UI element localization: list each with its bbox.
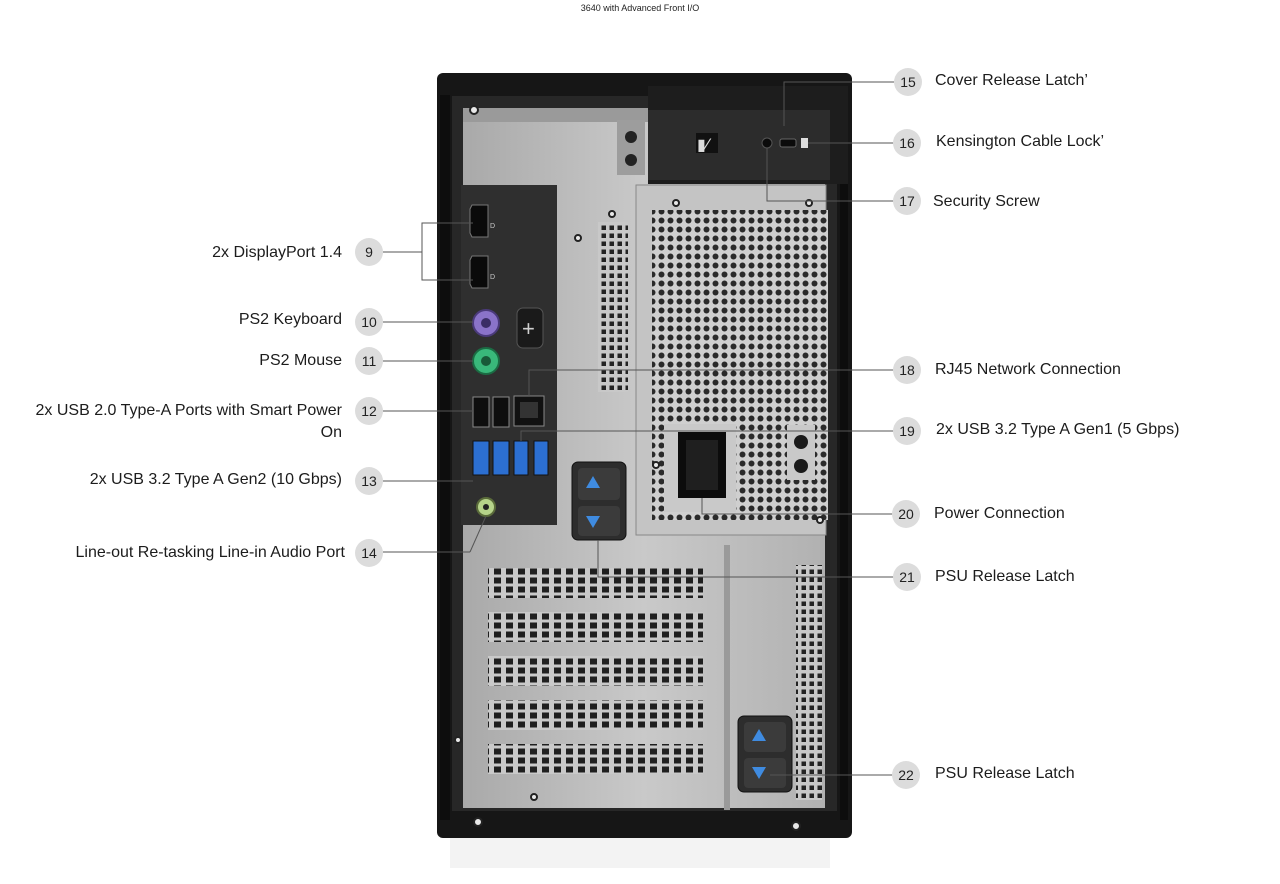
callout-badge-18: 18	[893, 356, 921, 384]
callout-badge-16: 16	[893, 129, 921, 157]
callout-badge-22: 22	[892, 761, 920, 789]
label-rj45: RJ45 Network Connection	[935, 361, 1121, 378]
callout-badge-17: 17	[893, 187, 921, 215]
label-security-screw: Security Screw	[933, 193, 1040, 210]
callout-badge-10: 10	[355, 308, 383, 336]
cover-latch-housing: ▮⁄	[648, 86, 848, 184]
label-cover-release-latch: Cover Release Latch’	[935, 72, 1088, 89]
callout-badge-11: 11	[355, 347, 383, 375]
power-supply	[635, 184, 828, 536]
label-audio: Line-out Re-tasking Line-in Audio Port	[75, 544, 346, 561]
label-ps2-mouse: PS2 Mouse	[259, 352, 342, 369]
label-psu-release-latch-2: PSU Release Latch	[935, 765, 1075, 782]
label-usb3-gen1: 2x USB 3.2 Type A Gen1 (5 Gbps)	[936, 421, 1180, 438]
callout-badge-13: 13	[355, 467, 383, 495]
usb2-ports	[472, 396, 490, 428]
svg-text:+: +	[522, 316, 535, 341]
page-title: 3640 with Advanced Front I/O	[580, 3, 700, 13]
leader-lines	[383, 81, 894, 776]
label-ps2-keyboard: PS2 Keyboard	[238, 311, 342, 328]
callout-badge-15: 15	[894, 68, 922, 96]
callout-badge-9: 9	[355, 238, 383, 266]
usb3-ports	[472, 440, 549, 476]
expansion-slots	[488, 568, 703, 774]
label-power-connection: Power Connection	[934, 505, 1065, 522]
label-usb2: 2x USB 2.0 Type-A Ports with Smart Power…	[35, 402, 343, 441]
psu-release-latch-1	[571, 461, 627, 541]
callout-badge-14: 14	[355, 539, 383, 567]
callout-badge-21: 21	[893, 563, 921, 591]
callout-badge-19: 19	[893, 417, 921, 445]
svg-text:D: D	[490, 223, 495, 230]
psu-release-latch-2	[737, 715, 793, 793]
label-psu-release-latch-1: PSU Release Latch	[935, 568, 1075, 585]
callout-badge-20: 20	[892, 500, 920, 528]
label-kensington-lock: Kensington Cable Lock’	[936, 133, 1105, 150]
label-usb3-gen2: 2x USB 3.2 Type A Gen2 (10 Gbps)	[89, 471, 342, 488]
label-displayport: 2x DisplayPort 1.4	[212, 244, 342, 261]
svg-text:D: D	[490, 274, 495, 281]
svg-text:▮⁄: ▮⁄	[697, 135, 712, 154]
displayport-ports: D D	[469, 204, 495, 289]
callout-badge-12: 12	[355, 397, 383, 425]
io-plate: D D +	[461, 185, 557, 525]
